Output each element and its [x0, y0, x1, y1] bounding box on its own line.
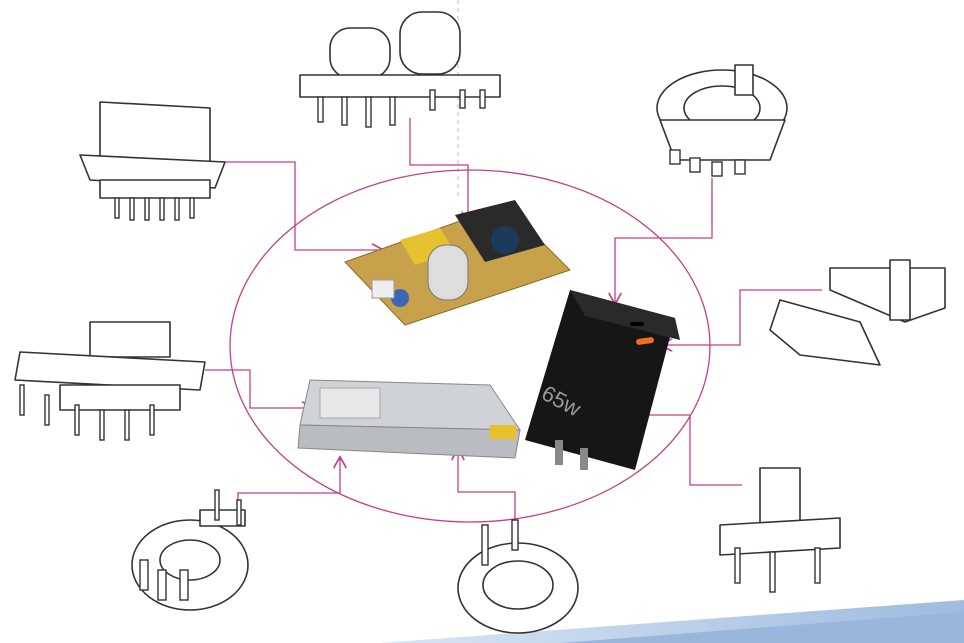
footer-band-dark [560, 612, 964, 643]
connector-top [409, 118, 468, 222]
connector-bottom-right [635, 415, 742, 486]
connector-top-left [212, 161, 382, 250]
connector-left [205, 369, 312, 408]
bobbin-top-right [656, 64, 788, 177]
toroid-base-bottom-left [131, 489, 249, 611]
bobbin-top-left [79, 101, 226, 221]
usb-charger-65w: 65w [525, 290, 680, 470]
bracket-right [769, 259, 946, 366]
connector-bottom-center [458, 450, 516, 528]
bobbin-left [14, 321, 206, 441]
bobbin-bottom-right [719, 467, 841, 593]
connector-right [662, 289, 822, 345]
usb-a-port [636, 337, 654, 345]
toroid-base-bottom-center [457, 519, 579, 634]
usb-c-port [630, 322, 644, 326]
connector-bottom-left [237, 458, 340, 500]
product-ellipse [229, 169, 711, 523]
open-frame-pcb-power-supply [344, 200, 571, 326]
bobbin-top [299, 11, 501, 128]
connector-top-right [615, 178, 713, 303]
enclosed-switching-power-supply [297, 379, 521, 459]
